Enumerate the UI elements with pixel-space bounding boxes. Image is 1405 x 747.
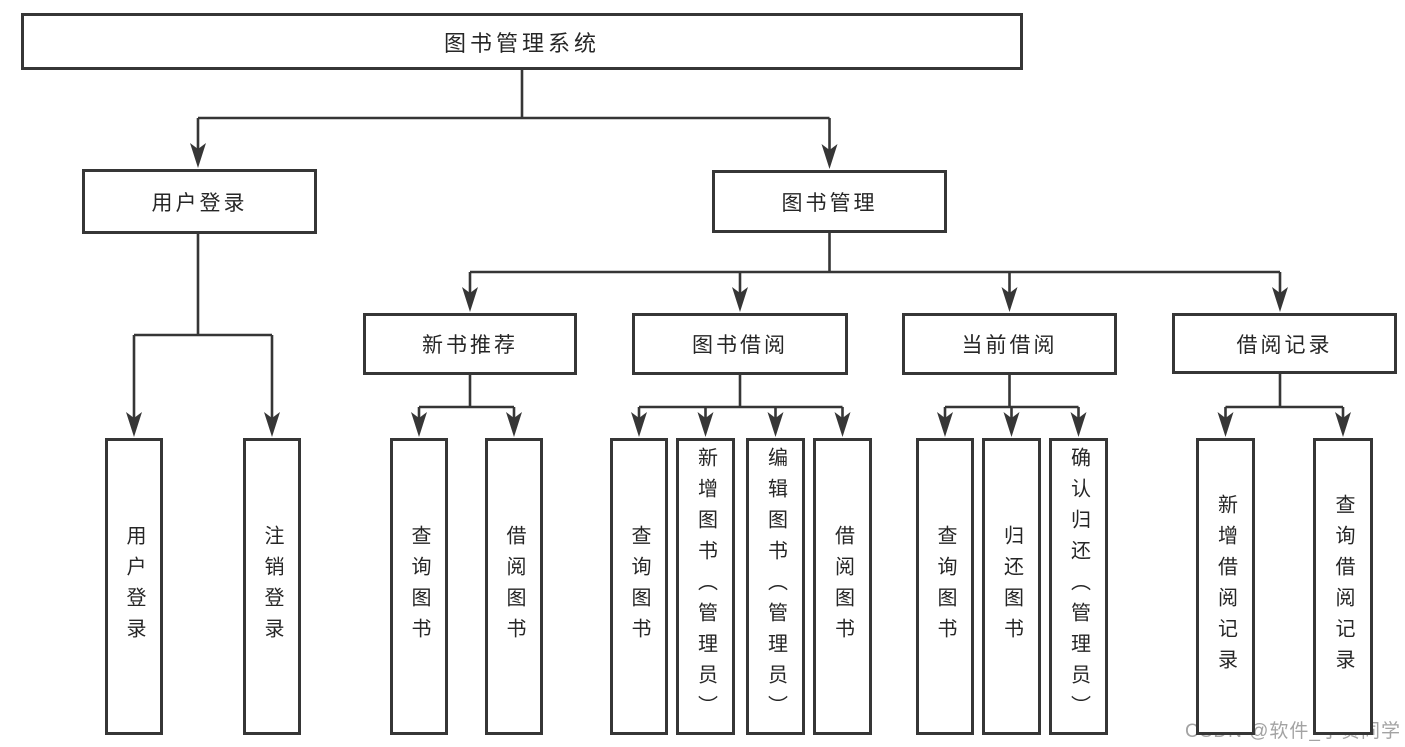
arrow-down-icon: [1003, 412, 1020, 437]
arrow-down-icon: [732, 287, 748, 312]
leaf-add-books-admin: 新增图书（管理员）: [676, 438, 735, 735]
node-library-management-system: 图书管理系统: [21, 13, 1023, 70]
leaf-user-login: 用户登录: [105, 438, 163, 735]
arrow-down-icon: [190, 143, 206, 168]
leaf-query-books-1-label: 查询图书: [408, 524, 430, 649]
leaf-logout: 注销登录: [243, 438, 301, 735]
node-book-management: 图书管理: [712, 170, 947, 233]
leaf-return-books-label: 归还图书: [1000, 524, 1023, 649]
node-new-book-recommendation: 新书推荐: [363, 313, 577, 375]
arrow-down-icon: [506, 412, 522, 437]
arrow-down-icon: [1001, 287, 1018, 312]
node-book-borrowing: 图书借阅: [632, 313, 848, 375]
leaf-query-books-1: 查询图书: [390, 438, 448, 735]
leaf-return-books: 归还图书: [982, 438, 1041, 735]
arrow-down-icon: [697, 412, 714, 437]
node-user-login-label: 用户登录: [151, 191, 248, 215]
node-new-book-recommendation-label: 新书推荐: [422, 334, 518, 357]
leaf-confirm-return-admin-label: 确认归还（管理员）: [1067, 447, 1090, 726]
leaf-query-books-3-label: 查询图书: [934, 524, 956, 649]
leaf-query-borrow-record-label: 查询借阅记录: [1332, 493, 1354, 680]
arrow-down-icon: [1070, 412, 1087, 437]
leaf-query-books-3: 查询图书: [916, 438, 974, 735]
leaf-query-borrow-record: 查询借阅记录: [1313, 438, 1373, 735]
leaf-query-books-2: 查询图书: [610, 438, 668, 735]
leaf-edit-books-admin: 编辑图书（管理员）: [746, 438, 805, 735]
node-borrow-records: 借阅记录: [1172, 313, 1397, 374]
arrow-down-icon: [834, 412, 851, 437]
arrow-down-icon: [1335, 412, 1351, 437]
leaf-add-books-admin-label: 新增图书（管理员）: [694, 447, 717, 726]
arrow-down-icon: [1217, 412, 1234, 437]
node-current-borrowing-label: 当前借阅: [961, 334, 1058, 357]
arrow-down-icon: [411, 412, 427, 437]
node-library-management-system-label: 图书管理系统: [443, 30, 600, 56]
leaf-query-books-2-label: 查询图书: [628, 524, 650, 649]
leaf-edit-books-admin-label: 编辑图书（管理员）: [764, 447, 787, 726]
leaf-borrow-books-2-label: 借阅图书: [831, 524, 854, 649]
node-user-login: 用户登录: [82, 169, 317, 234]
node-current-borrowing: 当前借阅: [902, 313, 1117, 375]
leaf-confirm-return-admin: 确认归还（管理员）: [1049, 438, 1108, 735]
leaf-add-borrow-record: 新增借阅记录: [1196, 438, 1255, 735]
leaf-borrow-books-1-label: 借阅图书: [503, 524, 525, 649]
arrow-down-icon: [462, 287, 478, 312]
node-book-management-label: 图书管理: [781, 191, 878, 215]
node-book-borrowing-label: 图书借阅: [692, 334, 788, 357]
leaf-user-login-label: 用户登录: [123, 524, 145, 649]
arrow-down-icon: [264, 412, 280, 437]
leaf-borrow-books-1: 借阅图书: [485, 438, 543, 735]
node-borrow-records-label: 借阅记录: [1236, 333, 1333, 357]
leaf-logout-label: 注销登录: [261, 524, 283, 649]
arrow-down-icon: [126, 412, 142, 437]
arrow-down-icon: [631, 412, 647, 437]
leaf-borrow-books-2: 借阅图书: [813, 438, 872, 735]
arrow-down-icon: [937, 412, 953, 437]
leaf-add-borrow-record-label: 新增借阅记录: [1214, 493, 1237, 680]
arrow-down-icon: [1272, 287, 1288, 312]
arrow-down-icon: [767, 412, 784, 437]
arrow-down-icon: [821, 144, 838, 169]
